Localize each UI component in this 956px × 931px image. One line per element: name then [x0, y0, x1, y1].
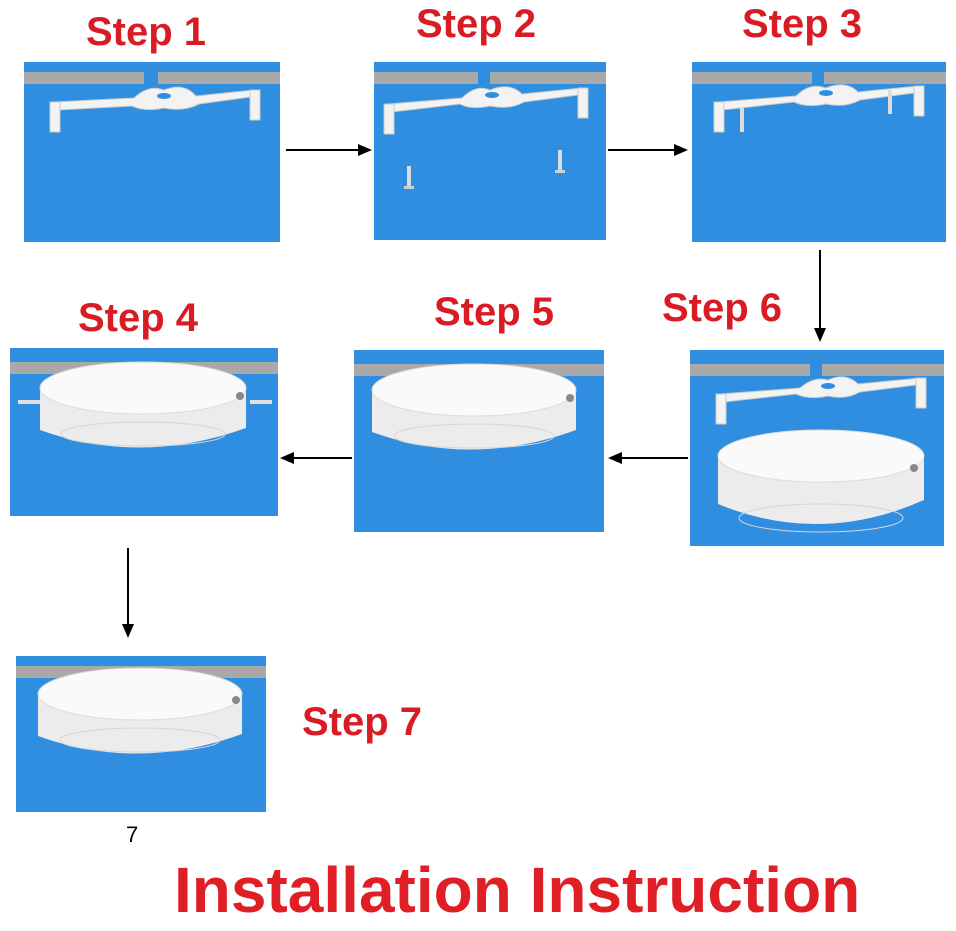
arrow-step3-to-step6 [814, 250, 826, 342]
step-4-label: Step 4 [78, 296, 199, 340]
step-3-label: Step 3 [742, 2, 863, 46]
lamp-secured-illustration [10, 361, 278, 448]
bracket-illustration [24, 72, 280, 133]
lamp-finished-illustration [16, 666, 266, 754]
step-6-panel [690, 350, 944, 546]
screw-right [555, 150, 565, 173]
step-6-label: Step 6 [662, 286, 783, 330]
step-2-panel [374, 62, 606, 240]
ceiling-lamp [717, 429, 925, 533]
screw-left [404, 166, 414, 189]
step-5-label: Step 5 [434, 290, 555, 334]
bracket-screwed-illustration [692, 72, 946, 133]
step-4-panel [10, 348, 278, 516]
lamp-mounted-illustration [354, 363, 604, 450]
step-1-panel [24, 62, 280, 242]
step-3-panel [692, 62, 946, 242]
step-7-panel [16, 656, 266, 812]
step-2-label: Step 2 [416, 2, 537, 46]
arrow-step2-to-step3 [608, 144, 688, 156]
step-7-label: Step 7 [302, 700, 423, 744]
arrow-step4-to-step7 [122, 548, 134, 638]
step-7-caption: 7 [126, 822, 139, 847]
bracket-and-lamp-illustration [690, 364, 944, 533]
arrow-step1-to-step2 [286, 144, 372, 156]
step-5-panel [354, 350, 604, 532]
installation-title: Installation Instruction [174, 854, 861, 926]
arrow-step6-to-step5 [608, 452, 688, 464]
step-1-label: Step 1 [86, 10, 207, 54]
arrow-step5-to-step4 [280, 452, 352, 464]
bracket-with-screws-illustration [374, 72, 606, 189]
